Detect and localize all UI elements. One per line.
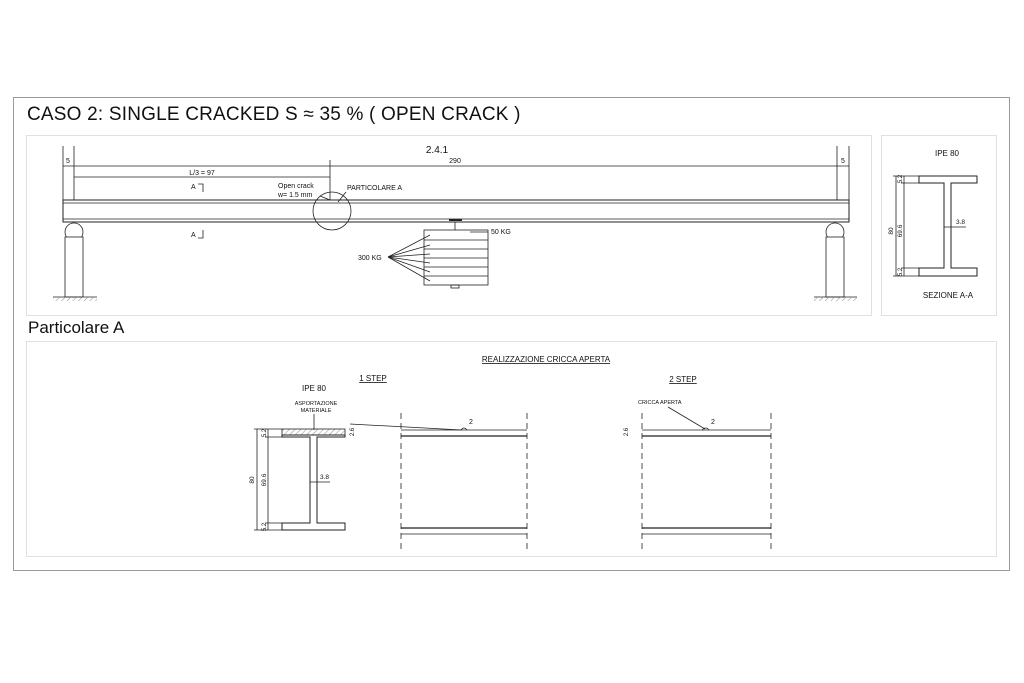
section-mark-bottom: A — [191, 232, 196, 239]
removal-label-1: ASPORTAZIONE — [295, 401, 338, 407]
detail-a: REALIZZAZIONE CRICCA APERTA 1 STEP 2 STE… — [249, 355, 772, 550]
dim-right-gap: 5 — [841, 158, 845, 165]
beam-label-top: 2.4.1 — [426, 145, 449, 156]
section-web-height: 69.6 — [897, 224, 904, 237]
load-small: 50 KG — [491, 229, 511, 236]
dim-left-gap: 5 — [66, 158, 70, 165]
detail-flange-top: 5.2 — [262, 428, 268, 437]
detail-flange-bottom: 5.2 — [262, 522, 268, 531]
section-flange-top: 5.2 — [898, 174, 904, 183]
notch-width-2: 2 — [711, 419, 715, 426]
detail-step-2: 2 STEP — [669, 375, 697, 384]
beam-elevation: 2.4.1 5 290 5 L/3 = 97 A A Open crack w=… — [53, 145, 857, 301]
crack-label-1: Open crack — [278, 183, 314, 190]
drawing-frame — [13, 97, 1010, 571]
detail-height: 80 — [249, 476, 256, 484]
detail-callout: PARTICOLARE A — [347, 185, 402, 192]
dim-third: L/3 = 97 — [189, 170, 215, 177]
notch-depth-1: 2.6 — [350, 427, 356, 436]
section-panel — [881, 135, 997, 316]
section-mark-top: A — [191, 184, 196, 191]
section-profile: IPE 80 — [935, 149, 960, 158]
dim-span: 290 — [449, 158, 461, 165]
section-caption: SEZIONE A-A — [923, 291, 974, 300]
section-web-thickness: 3.8 — [956, 219, 965, 226]
beam-panel — [26, 135, 872, 316]
notch-depth-2: 2.6 — [624, 427, 630, 436]
crack-open-label: CRICCA APERTA — [638, 400, 682, 406]
detail-title: Particolare A — [28, 318, 125, 337]
detail-web-thickness: 3.8 — [320, 474, 329, 481]
detail-heading: REALIZZAZIONE CRICCA APERTA — [482, 355, 611, 364]
detail-step-1: 1 STEP — [359, 374, 387, 383]
removal-label-2: MATERIALE — [301, 408, 332, 414]
detail-web-height: 69.6 — [261, 473, 268, 486]
notch-width-1: 2 — [469, 419, 473, 426]
detail-panel — [26, 341, 997, 557]
crack-label-2: w= 1.5 mm — [277, 192, 313, 199]
detail-profile: IPE 80 — [302, 384, 327, 393]
drawing-title: CASO 2: SINGLE CRACKED S ≈ 35 % ( OPEN C… — [27, 104, 521, 125]
load-total: 300 KG — [358, 255, 382, 262]
section-height: 80 — [888, 227, 895, 235]
section-flange-bottom: 5.2 — [898, 267, 904, 276]
section-a-a: IPE 80 80 69.6 5.2 5.2 3.8 SEZIONE A-A — [888, 149, 978, 300]
